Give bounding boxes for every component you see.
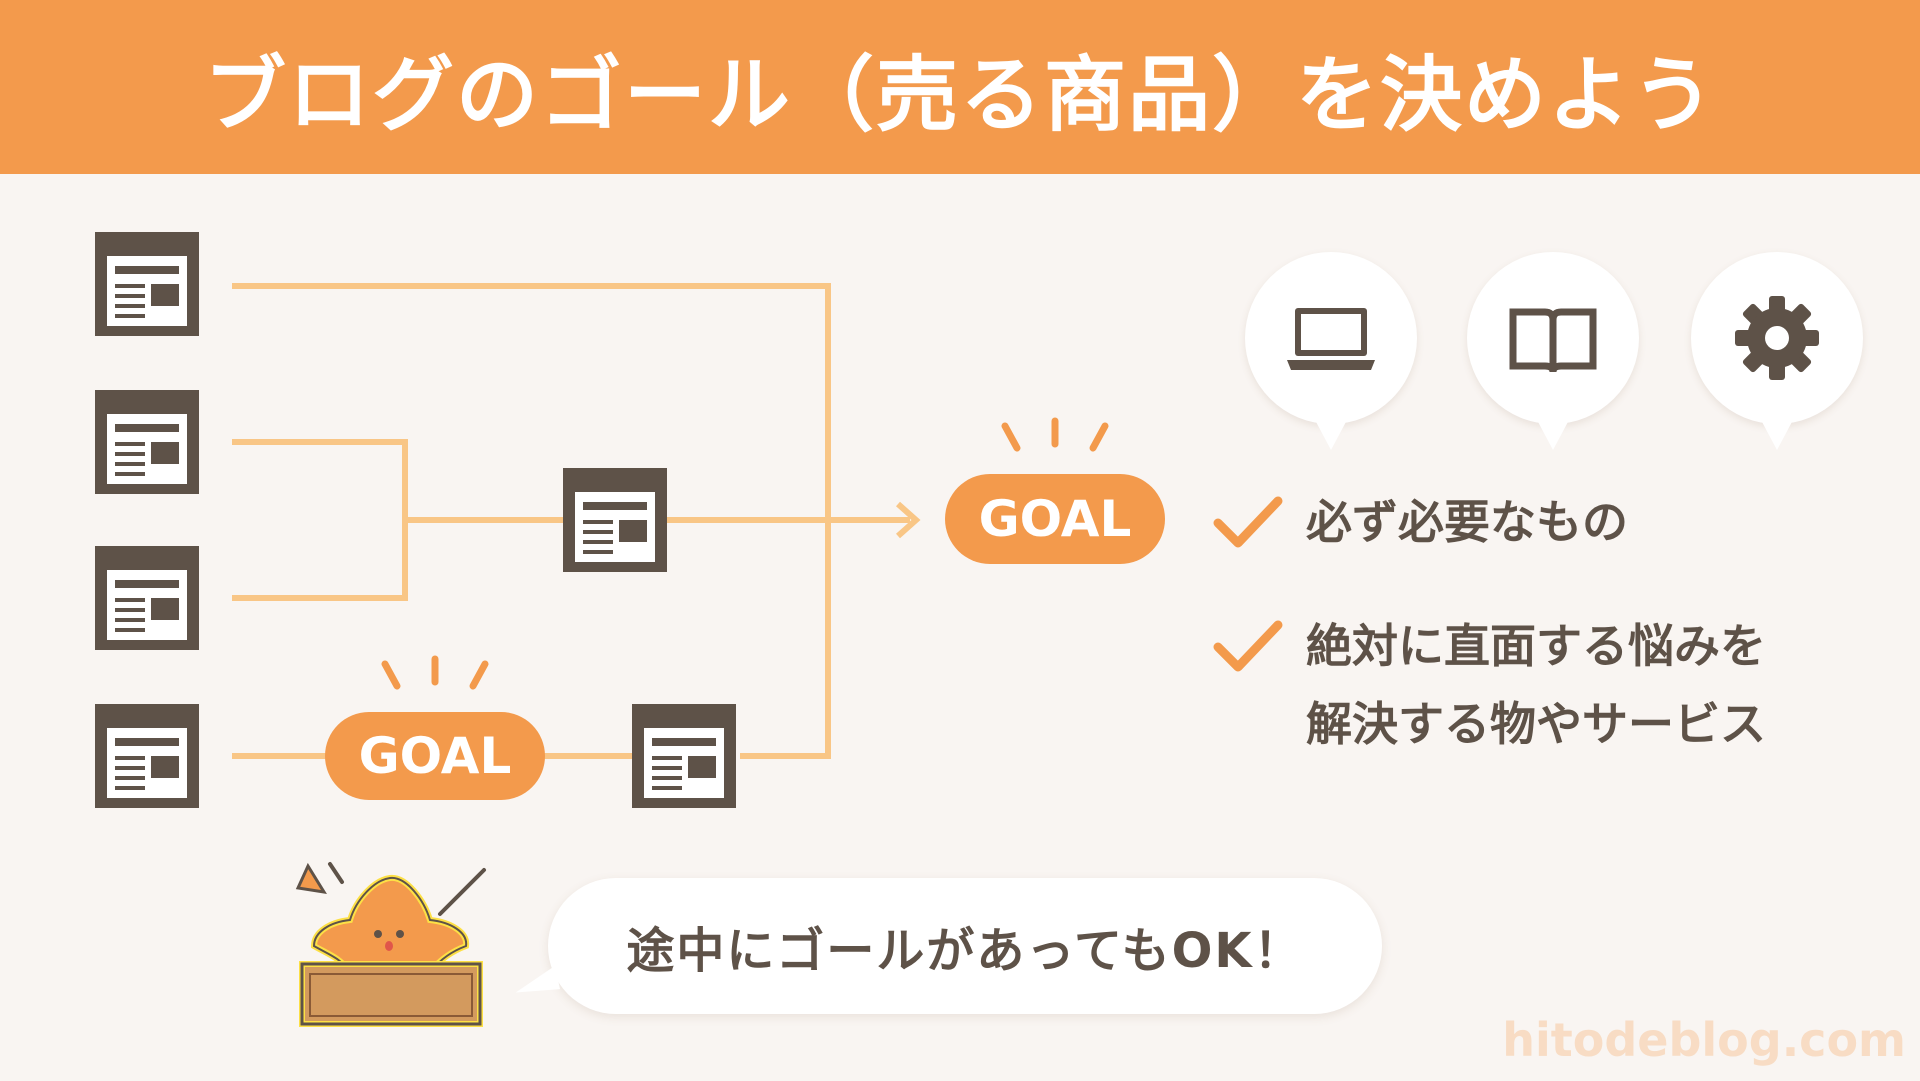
article-icon-2 xyxy=(95,390,199,494)
article-icon-bottom xyxy=(632,704,736,808)
goal-badge-mid xyxy=(325,712,545,800)
header-banner: ブログのゴール（売る商品）を決めよう xyxy=(0,0,1920,174)
check-icon xyxy=(1213,496,1283,548)
speech-bubble-text: 途中にゴールがあってもOK！ xyxy=(626,923,1304,979)
speech-bubble: 途中にゴールがあってもOK！ xyxy=(548,878,1382,1014)
checklist-item-2-text: 絶対に直面する悩みを 解決する物やサービス xyxy=(1306,607,1766,763)
checklist-item-2-line-2: 解決する物やサービス xyxy=(1306,697,1766,751)
arrow-head-icon xyxy=(896,501,921,539)
article-icon-mid xyxy=(563,468,667,572)
watermark: hitodeblog.com xyxy=(1502,1013,1906,1067)
product-bubble-gear xyxy=(1691,252,1863,450)
check-icon xyxy=(1213,620,1283,672)
goal-badge-main-label: GOAL xyxy=(979,490,1132,548)
product-bubble-laptop xyxy=(1245,252,1417,450)
goal-badge-main xyxy=(945,474,1165,564)
page-title: ブログのゴール（売る商品）を決めよう xyxy=(203,47,1716,143)
gear-icon xyxy=(1735,296,1819,380)
checklist-item-1: 必ず必要なもの xyxy=(1212,483,1628,561)
article-icon-3 xyxy=(95,546,199,650)
laptop-icon xyxy=(1287,308,1375,370)
book-icon xyxy=(1509,308,1597,373)
checklist-item-2: 絶対に直面する悩みを 解決する物やサービス xyxy=(1212,607,1766,763)
starfish-mascot xyxy=(295,862,486,1027)
checklist-item-1-text: 必ず必要なもの xyxy=(1306,495,1628,549)
article-icon-1 xyxy=(95,232,199,336)
goal-badge-mid-label: GOAL xyxy=(359,727,512,785)
sparkle-lines-main xyxy=(1001,417,1109,452)
article-icon-4 xyxy=(95,704,199,808)
checklist-item-2-line-1: 絶対に直面する悩みを xyxy=(1306,619,1766,673)
sparkle-lines-mid xyxy=(381,655,489,690)
product-bubble-book xyxy=(1467,252,1639,450)
